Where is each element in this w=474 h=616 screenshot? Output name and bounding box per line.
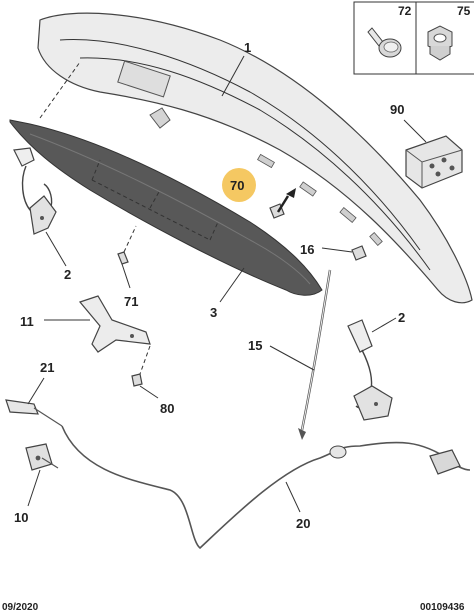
- label-1[interactable]: 1: [244, 40, 251, 55]
- label-2-right[interactable]: 2: [398, 310, 405, 325]
- clip-80[interactable]: [131, 373, 143, 387]
- label-71[interactable]: 71: [124, 294, 138, 309]
- plug-70[interactable]: [269, 188, 296, 219]
- leader-1: [221, 55, 245, 97]
- nut-75-icon: [427, 25, 453, 61]
- label-20[interactable]: 20: [296, 516, 310, 531]
- label-70[interactable]: 70: [230, 178, 244, 193]
- align-line-1: [91, 159, 101, 181]
- bracket-11[interactable]: [78, 295, 151, 353]
- label-11[interactable]: 11: [20, 314, 34, 329]
- label-21[interactable]: 21: [40, 360, 54, 375]
- align-line-80: [139, 345, 151, 375]
- label-16[interactable]: 16: [300, 242, 314, 257]
- align-line-3: [209, 221, 219, 241]
- leader-90: [403, 119, 427, 143]
- inset-label-72: 72: [398, 4, 412, 18]
- fastener-inset: 72 75: [353, 1, 474, 75]
- screw-72-icon: [367, 27, 402, 58]
- footer-date: 09/2020: [2, 602, 39, 613]
- label-3[interactable]: 3: [210, 305, 217, 320]
- align-line-71: [123, 225, 137, 253]
- hood-panel[interactable]: [37, 12, 473, 304]
- leader-10: [27, 469, 41, 507]
- align-line-5: [39, 61, 81, 119]
- stay-rod-15[interactable]: [298, 269, 332, 440]
- leader-2-right: [371, 317, 397, 333]
- leader-80: [139, 385, 159, 399]
- inset-box-72[interactable]: [353, 1, 417, 75]
- cable-end-21[interactable]: [5, 399, 63, 427]
- leader-15: [269, 345, 315, 371]
- insulation-pad[interactable]: [9, 119, 323, 296]
- label-10[interactable]: 10: [14, 510, 28, 525]
- leader-71: [121, 263, 131, 289]
- label-90[interactable]: 90: [390, 102, 404, 117]
- align-line-4: [91, 179, 211, 241]
- leader-2-left: [45, 231, 67, 267]
- hinge-left[interactable]: [13, 147, 57, 235]
- align-line-2: [149, 189, 161, 209]
- leader-16: [321, 247, 353, 253]
- latch-10[interactable]: [25, 443, 59, 471]
- leader-20: [285, 481, 301, 513]
- clip-16[interactable]: [351, 245, 367, 261]
- bumper-90[interactable]: [405, 135, 463, 189]
- leader-3: [219, 267, 245, 303]
- rivet-71[interactable]: [117, 251, 129, 265]
- label-15[interactable]: 15: [248, 338, 262, 353]
- hinge-right[interactable]: [347, 319, 393, 421]
- release-cable-20[interactable]: [61, 425, 471, 550]
- inset-label-75: 75: [457, 4, 471, 18]
- label-80[interactable]: 80: [160, 401, 174, 416]
- leader-21: [27, 377, 45, 405]
- highlight-70-badge[interactable]: [222, 168, 256, 202]
- label-2-left[interactable]: 2: [64, 267, 71, 282]
- footer-reference: 00109436: [420, 602, 465, 613]
